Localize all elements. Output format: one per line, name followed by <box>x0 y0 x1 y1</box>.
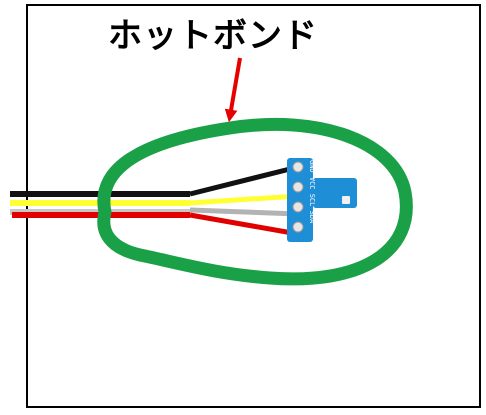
wire-black-lead <box>189 164 299 197</box>
pcb-silkscreen: GND VCC SCL SDA <box>308 160 316 224</box>
pad-1 <box>292 161 304 173</box>
callout-arrow <box>224 57 242 123</box>
hot-bond-label: ホットボンド <box>108 16 318 56</box>
wire-gray-lead <box>189 207 299 217</box>
pad-3 <box>292 201 304 213</box>
wire-red-lead <box>189 212 299 237</box>
pad-2 <box>292 181 304 193</box>
hot-glue-outline <box>97 117 413 286</box>
wire-yellow-lead <box>189 193 299 206</box>
sensor-pcb: GND VCC SCL SDA <box>287 158 357 242</box>
wire-fanout <box>189 164 299 237</box>
pad-4 <box>292 221 304 233</box>
